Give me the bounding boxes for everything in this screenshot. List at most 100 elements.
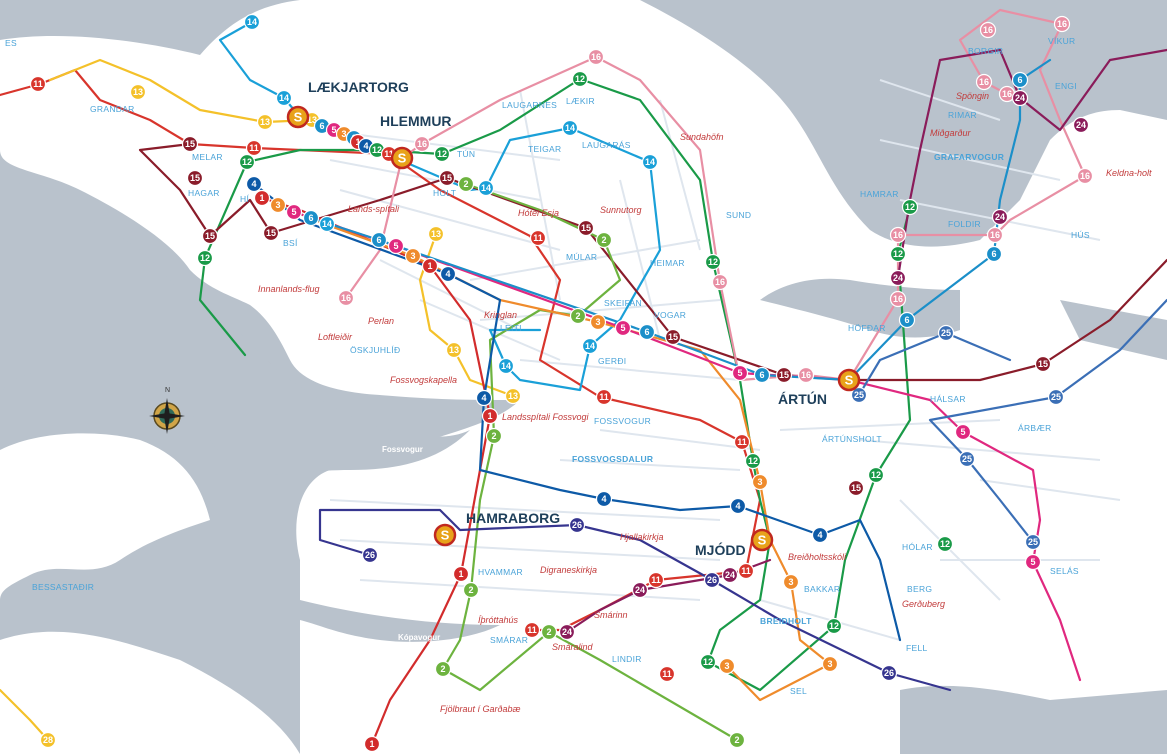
place-label-smarinn: Smárinn <box>594 610 628 620</box>
route-badge-12: 12 <box>825 617 843 635</box>
route-badge-number: 24 <box>635 585 645 595</box>
route-badge-number: 14 <box>481 183 491 193</box>
route-badge-number: 11 <box>599 392 609 402</box>
route-badge-circle <box>370 231 388 249</box>
route-badge-number: 24 <box>562 627 572 637</box>
route-badge-number: 1 <box>427 261 432 271</box>
route-badge-number: 16 <box>1057 19 1067 29</box>
route-badge-number: 15 <box>185 139 195 149</box>
route-badge-number: 12 <box>703 657 713 667</box>
area-label-heimar: HEIMAR <box>650 258 685 268</box>
route-badge-circle <box>568 516 586 534</box>
place-label-digraneskirkja: Digraneskirkja <box>540 565 597 575</box>
area-label-fossvogsdalur: FOSSVOGSDALUR <box>572 454 653 464</box>
place-label-ithrottahus: Íþróttahús <box>478 615 519 625</box>
route-badge-circle <box>245 175 263 193</box>
route-badge-circle <box>421 257 439 275</box>
route-badge-11: 11 <box>595 388 613 406</box>
route-badge-circle <box>433 145 451 163</box>
route-badge-number: 14 <box>585 341 595 351</box>
route-badge-13: 13 <box>129 83 147 101</box>
route-badge-circle <box>718 657 736 675</box>
route-badge-number: 16 <box>1080 171 1090 181</box>
route-badge-16: 16 <box>975 73 993 91</box>
area-label-hi: HÍ <box>240 194 249 204</box>
route-badge-number: 14 <box>565 123 575 133</box>
route-badge-number: 24 <box>893 273 903 283</box>
route-badge-number: 6 <box>308 213 313 223</box>
compass-rose: N <box>149 387 185 434</box>
place-label-gerduberg: Gerðuberg <box>902 599 945 609</box>
route-badge-25: 25 <box>850 386 868 404</box>
route-badge-4: 4 <box>475 389 493 407</box>
route-badge-circle <box>238 153 256 171</box>
route-badge-3: 3 <box>718 657 736 675</box>
route-badge-12: 12 <box>744 452 762 470</box>
route-badge-12: 12 <box>368 141 386 159</box>
route-badge-26: 26 <box>880 664 898 682</box>
route-line-12 <box>198 77 912 692</box>
route-badge-number: 12 <box>575 74 585 84</box>
route-badge-number: 13 <box>431 229 441 239</box>
area-label-tun: TÚN <box>457 149 475 159</box>
route-line-16 <box>344 8 1087 382</box>
route-badge-circle <box>751 473 769 491</box>
route-badge-1: 1 <box>253 189 271 207</box>
route-badge-circle <box>529 229 547 247</box>
route-badge-2: 2 <box>728 731 746 749</box>
route-badge-5: 5 <box>1024 553 1042 571</box>
transfer-station-circle <box>837 368 861 392</box>
route-badge-3: 3 <box>589 313 607 331</box>
route-badge-circle <box>721 566 739 584</box>
place-label-kringlan: Kringlan <box>484 310 517 320</box>
route-badge-11: 11 <box>529 229 547 247</box>
route-badge-5: 5 <box>614 319 632 337</box>
route-badge-number: 4 <box>363 141 368 151</box>
transfer-station-icon: S <box>433 523 457 547</box>
route-badge-circle <box>245 139 263 157</box>
route-badge-4: 4 <box>729 497 747 515</box>
hub-label-hlemmur: HLEMMUR <box>380 113 452 129</box>
route-badge-number: 11 <box>662 669 672 679</box>
route-badge-number: 11 <box>533 233 543 243</box>
route-badge-11: 11 <box>737 562 755 580</box>
route-badge-1: 1 <box>363 735 381 753</box>
place-label-midgardur: Miðgarður <box>930 128 972 138</box>
route-badge-number: 2 <box>491 431 496 441</box>
transfer-station-circle <box>286 105 310 129</box>
route-badge-16: 16 <box>413 135 431 153</box>
route-badge-circle <box>196 249 214 267</box>
route-badge-number: 11 <box>33 79 43 89</box>
route-badge-number: 11 <box>741 566 751 576</box>
route-badge-circle <box>867 466 885 484</box>
route-badge-16: 16 <box>889 226 907 244</box>
route-badge-14: 14 <box>318 215 336 233</box>
route-badge-15: 15 <box>186 169 204 187</box>
route-badge-6: 6 <box>370 231 388 249</box>
route-badge-14: 14 <box>561 119 579 137</box>
route-badge-14: 14 <box>641 153 659 171</box>
route-badge-24: 24 <box>1072 116 1090 134</box>
route-badge-number: 12 <box>200 253 210 263</box>
route-badge-number: 13 <box>307 115 317 125</box>
place-label-perlan: Perlan <box>368 316 394 326</box>
area-label-grandar: GRANDAR <box>90 104 135 114</box>
route-badge-circle <box>540 623 558 641</box>
route-badge-circle <box>561 119 579 137</box>
route-badge-number: 24 <box>995 212 1005 222</box>
route-badge-circle <box>954 423 972 441</box>
route-badge-circle <box>979 21 997 39</box>
route-badge-circle <box>361 546 379 564</box>
route-badge-number: 11 <box>384 149 394 159</box>
route-badge-16: 16 <box>986 226 1004 244</box>
area-label-bessastadir: BESSASTAÐIR <box>32 582 94 592</box>
route-badge-circle <box>775 366 793 384</box>
route-line-2 <box>441 182 739 742</box>
place-label-innanlandsflug: Innanlands-flug <box>258 284 320 294</box>
route-badge-number: 6 <box>644 327 649 337</box>
water-label-kopavogur: Kópavogur <box>398 633 440 642</box>
area-label-laekir: LÆKIR <box>566 96 595 106</box>
route-badge-28: 28 <box>39 731 57 749</box>
route-badge-15: 15 <box>664 328 682 346</box>
route-badge-number: 24 <box>725 570 735 580</box>
